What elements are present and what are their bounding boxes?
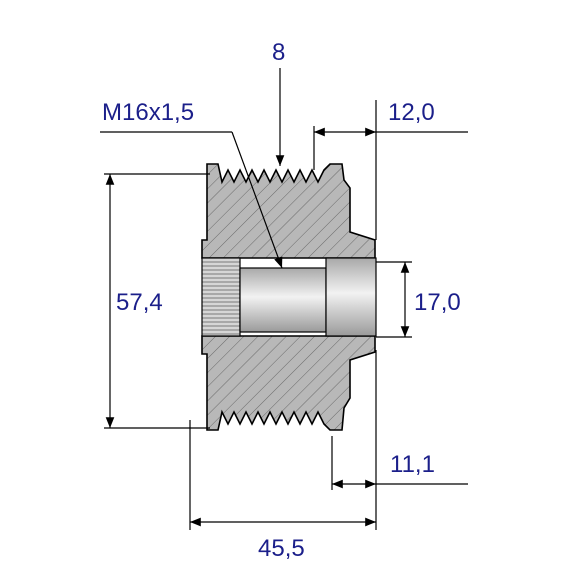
bore-diameter-label: 17,0 xyxy=(414,289,461,316)
thread-label: M16x1,5 xyxy=(102,99,194,126)
pulley-body xyxy=(201,163,376,431)
overall-width-label: 45,5 xyxy=(258,535,305,562)
dimension-overall-width: 45,5 xyxy=(189,420,376,562)
dimension-outer-diameter: 57,4 xyxy=(104,173,210,429)
dimension-grooves: 8 xyxy=(272,39,285,166)
outer-diameter-label: 57,4 xyxy=(116,289,163,316)
threaded-bore xyxy=(201,257,377,337)
flange-width-label: 12,0 xyxy=(388,99,435,126)
dimension-flange-width: 12,0 xyxy=(313,99,468,240)
dimension-bore-diameter: 17,0 xyxy=(376,261,461,338)
grooves-label: 8 xyxy=(272,39,285,66)
hub-offset-label: 11,1 xyxy=(390,451,435,478)
dimension-thread: M16x1,5 xyxy=(100,99,283,269)
dimension-hub-offset: 11,1 xyxy=(331,350,468,530)
